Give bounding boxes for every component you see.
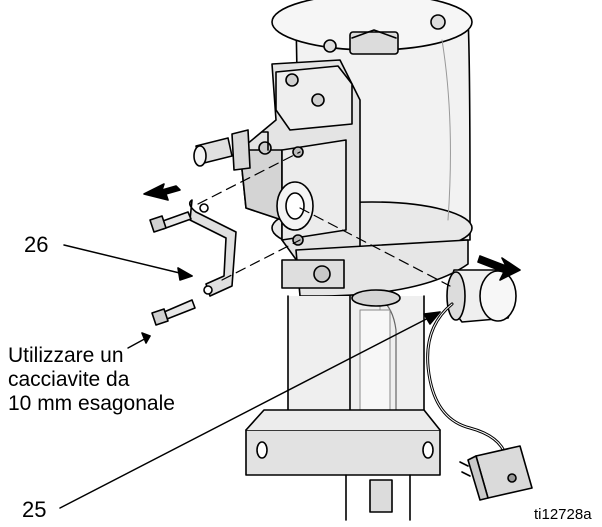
upper-screw xyxy=(149,211,192,233)
alignment-lines xyxy=(197,151,451,287)
tool-arrow-icon xyxy=(127,332,151,349)
manifold-block xyxy=(193,59,361,266)
sensor-connector xyxy=(459,445,533,501)
sensor-part-25 xyxy=(426,269,517,458)
tool-note-line-1: Utilizzare un xyxy=(8,344,124,367)
bracket-part-26 xyxy=(188,199,237,297)
lower-screw xyxy=(151,299,196,326)
figure-id: ti12728a xyxy=(534,506,592,523)
tool-note-line-3: 10 mm esagonale xyxy=(8,392,175,415)
leader-line-25 xyxy=(59,311,441,509)
arrow-left-icon xyxy=(143,183,181,201)
pump-lower-section xyxy=(245,239,469,521)
arrow-right-icon xyxy=(477,255,521,281)
leader-line-26 xyxy=(63,244,193,277)
callout-26: 26 xyxy=(24,232,49,257)
tool-note: Utilizzare un cacciavite da 10 mm esagon… xyxy=(8,344,175,416)
leader-arrowhead-25 xyxy=(423,311,441,325)
leader-arrowhead-26 xyxy=(177,267,193,281)
callout-25: 25 xyxy=(22,497,47,522)
tool-note-line-2: cacciavite da xyxy=(8,368,130,391)
